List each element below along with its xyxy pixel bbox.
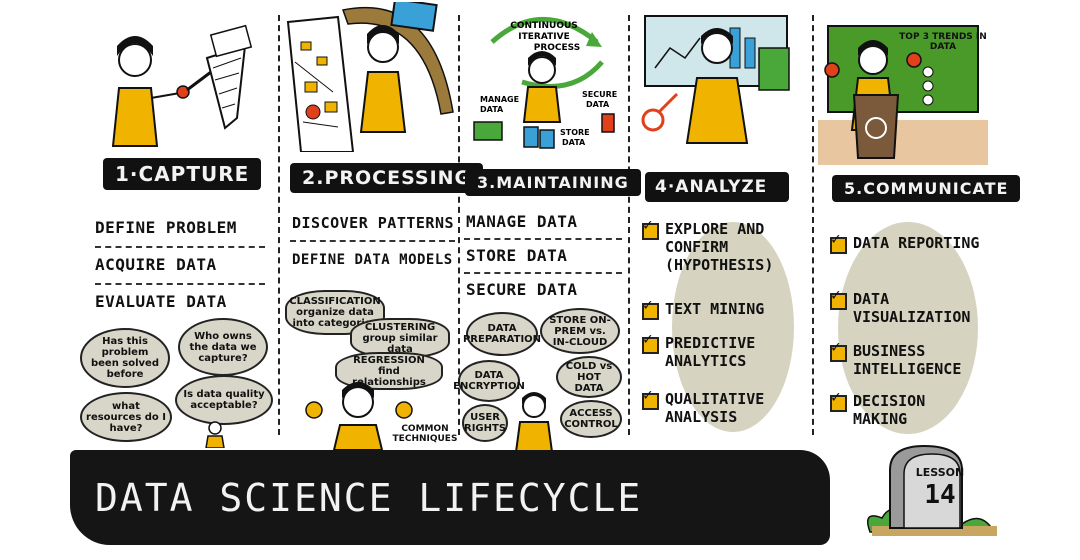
manage-label: MANAGE xyxy=(480,95,519,104)
communicate-check-item: BUSINESS INTELLIGENCE xyxy=(830,337,980,378)
processing-item: DISCOVER PATTERNS xyxy=(292,214,455,232)
checkbox-icon xyxy=(830,387,847,412)
dashed-separator xyxy=(464,272,622,274)
board-title: TOP 3 TRENDS IN DATA xyxy=(899,32,987,52)
database-icon xyxy=(523,126,539,148)
svg-text:DATA: DATA xyxy=(562,138,586,147)
capture-item: DEFINE PROBLEM xyxy=(95,218,237,237)
title-banner xyxy=(70,450,830,545)
svg-text:SECURE: SECURE xyxy=(582,90,617,99)
person-figure xyxy=(111,36,190,147)
processing-illustration xyxy=(286,2,454,152)
question-bubble: Has this problem been solved before xyxy=(80,328,170,388)
analyze-check-item: PREDICTIVE ANALYTICS xyxy=(642,329,792,370)
question-bubble: what resources do I have? xyxy=(80,392,172,442)
column-divider xyxy=(278,15,280,435)
column-divider xyxy=(628,15,630,435)
analyze-check-item: EXPLORE AND CONFIRM (HYPOTHESIS) xyxy=(642,215,807,274)
maintaining-item: SECURE DATA xyxy=(466,280,578,299)
banner-analyze: 4·ANALYZE xyxy=(645,172,790,202)
checkbox-icon xyxy=(642,385,659,410)
maintaining-bubble: USER RIGHTS xyxy=(462,404,508,442)
maintaining-bubble: DATA PREPARATION xyxy=(463,312,541,356)
techniques-caption: COMMON TECHNIQUES xyxy=(392,424,458,444)
processing-item: DEFINE DATA MODELS xyxy=(292,252,453,268)
maintaining-item: STORE DATA xyxy=(466,246,568,265)
checkbox-icon xyxy=(830,337,847,362)
computer-icon xyxy=(473,121,503,141)
checkbox-icon xyxy=(642,329,659,354)
svg-text:STORE: STORE xyxy=(560,128,590,137)
question-bubble: Who owns the data we capture? xyxy=(178,318,268,376)
presentation-board xyxy=(827,25,979,113)
analyze-illustration xyxy=(641,15,790,144)
capture-item: EVALUATE DATA xyxy=(95,292,227,311)
milestone-stone-icon xyxy=(867,444,997,536)
capture-illustration xyxy=(111,24,253,147)
stage-floor xyxy=(818,120,988,165)
lesson-label: LESSON xyxy=(915,466,965,479)
banner-processing: 2.PROCESSING xyxy=(290,163,484,193)
laptop-icon xyxy=(390,2,438,32)
lesson-number: 14 xyxy=(924,480,956,510)
highlight-blob xyxy=(838,222,978,434)
podium-icon xyxy=(852,94,900,159)
checkbox-icon xyxy=(830,229,847,254)
pinboard-icon xyxy=(286,15,355,152)
maintaining-bubble: DATA ENCRYPTION xyxy=(453,360,525,402)
svg-text:DATA: DATA xyxy=(586,100,610,109)
person-figure xyxy=(514,392,554,452)
communicate-check-item: DECISION MAKING xyxy=(830,387,980,428)
checkbox-icon xyxy=(642,295,659,320)
magnifier-icon xyxy=(641,92,679,132)
presenter-figure xyxy=(305,382,413,450)
dashed-separator xyxy=(95,246,265,248)
maintaining-bubble: ACCESS CONTROL xyxy=(560,400,622,438)
svg-text:DATA: DATA xyxy=(480,105,504,114)
analyze-check-item: QUALITATIVE ANALYSIS xyxy=(642,385,792,426)
maintaining-item: MANAGE DATA xyxy=(466,212,578,231)
checkbox-icon xyxy=(642,215,659,240)
analyze-check-item: TEXT MINING xyxy=(642,295,807,320)
highlight-blob xyxy=(672,222,794,432)
report-sheet-icon xyxy=(758,47,790,91)
dashed-separator xyxy=(290,240,455,242)
maintaining-bubble: STORE ON-PREM vs. IN-CLOUD xyxy=(540,308,620,354)
communicate-check-item: DATA REPORTING xyxy=(830,229,980,254)
cycle-arrows-icon xyxy=(490,17,604,89)
column-divider xyxy=(458,15,460,435)
banner-communicate: 5.COMMUNICATE xyxy=(832,175,1021,202)
maintaining-bubble: COLD vs HOT DATA xyxy=(556,356,622,398)
banner-capture: 1·CAPTURE xyxy=(103,158,262,190)
page-title: DATA SCIENCE LIFECYCLE xyxy=(95,476,643,520)
communicate-check-item: DATA VISUALIZATION xyxy=(830,285,980,326)
question-bubble: Is data quality acceptable? xyxy=(175,375,273,425)
dashed-separator xyxy=(95,283,265,285)
communicate-illustration xyxy=(818,25,988,165)
small-person-icon xyxy=(205,421,225,448)
butterfly-net-icon xyxy=(186,24,253,130)
capture-item: ACQUIRE DATA xyxy=(95,255,217,274)
lock-icon xyxy=(601,113,615,133)
checkbox-icon xyxy=(830,285,847,310)
dashed-separator xyxy=(464,238,622,240)
column-divider xyxy=(812,15,814,435)
banner-maintaining: 3.MAINTAINING xyxy=(465,169,641,196)
